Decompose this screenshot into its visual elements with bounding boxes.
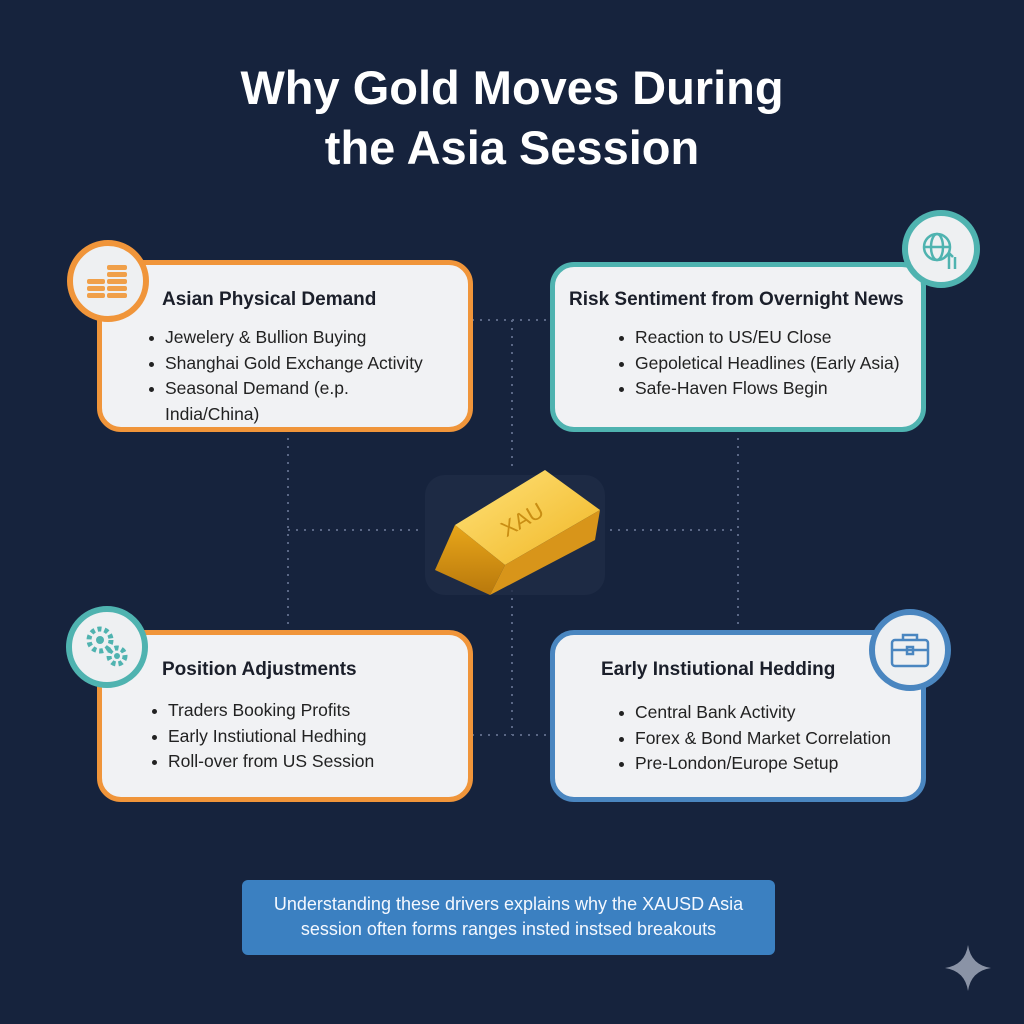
card-list: Jewelery & Bullion Buying Shanghai Gold … bbox=[147, 325, 447, 427]
list-item: Traders Booking Profits bbox=[150, 698, 374, 724]
list-item: Jewelery & Bullion Buying bbox=[147, 325, 447, 351]
list-item: Gepoletical Headlines (Early Asia) bbox=[617, 351, 900, 377]
card-asian-physical-demand: Asian Physical Demand Jewelery & Bullion… bbox=[97, 260, 473, 432]
page-title: Why Gold Moves During the Asia Session bbox=[240, 61, 784, 174]
card-list: Traders Booking Profits Early Instiution… bbox=[150, 698, 374, 775]
list-item: Reaction to US/EU Close bbox=[617, 325, 900, 351]
globe-arrow-icon bbox=[902, 210, 980, 288]
list-item: Safe-Haven Flows Begin bbox=[617, 376, 900, 402]
card-list: Reaction to US/EU Close Gepoletical Head… bbox=[617, 325, 900, 402]
gears-icon bbox=[66, 606, 148, 688]
gold-bar-icon: XAU bbox=[425, 470, 605, 595]
card-title: Early Instiutional Hedding bbox=[601, 659, 836, 680]
sparkle-icon bbox=[945, 945, 991, 991]
card-institutional-hedging: Early Instiutional Hedding Central Bank … bbox=[550, 630, 926, 802]
card-title: Asian Physical Demand bbox=[162, 289, 377, 310]
summary-banner: Understanding these drivers explains why… bbox=[242, 880, 775, 955]
coin-stack-icon bbox=[67, 240, 149, 322]
list-item: Shanghai Gold Exchange Activity bbox=[147, 351, 447, 377]
list-item: Forex & Bond Market Correlation bbox=[617, 726, 891, 752]
list-item: Central Bank Activity bbox=[617, 700, 891, 726]
briefcase-icon bbox=[869, 609, 951, 691]
card-position-adjustments: Position Adjustments Traders Booking Pro… bbox=[97, 630, 473, 802]
card-risk-sentiment: Risk Sentiment from Overnight News React… bbox=[550, 262, 926, 432]
card-list: Central Bank Activity Forex & Bond Marke… bbox=[617, 700, 891, 777]
list-item: Early Instiutional Hedhing bbox=[150, 724, 374, 750]
list-item: Roll-over from US Session bbox=[150, 749, 374, 775]
list-item: Seasonal Demand (e.p. India/China) bbox=[147, 376, 365, 427]
list-item: Pre-London/Europe Setup bbox=[617, 751, 891, 777]
card-title: Position Adjustments bbox=[162, 659, 357, 680]
card-title: Risk Sentiment from Overnight News bbox=[569, 289, 904, 310]
